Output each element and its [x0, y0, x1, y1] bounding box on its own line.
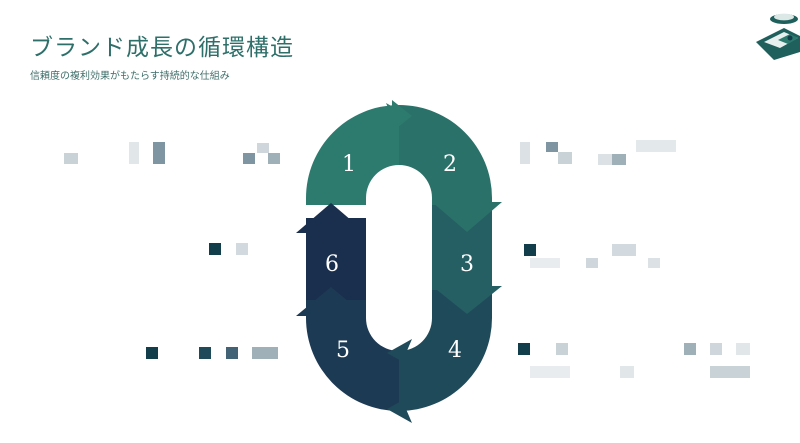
arrow-head-left-1	[296, 287, 366, 316]
arrow-head-right-1	[432, 202, 502, 232]
step-number-3: 3	[460, 252, 474, 277]
step-number-5: 5	[336, 338, 350, 363]
step-label-5-placeholder	[140, 340, 290, 364]
step-number-6: 6	[325, 252, 339, 277]
cycle-segment-2	[399, 105, 492, 205]
cycle-segment-4	[399, 290, 492, 411]
step-number-1: 1	[342, 152, 356, 177]
arrow-head-left-2	[296, 203, 366, 233]
arrow-head-top-detail	[386, 103, 411, 131]
step-label-6-placeholder	[205, 240, 265, 260]
arrow-head-bottom-2	[387, 395, 412, 423]
cycle-segment-5	[306, 300, 399, 411]
step-label-2-placeholder	[516, 138, 686, 170]
step-number-2: 2	[443, 152, 457, 177]
cycle-segment-1	[306, 105, 399, 205]
arrow-head-bottom	[387, 339, 412, 367]
step-number-4: 4	[448, 338, 462, 363]
step-label-3-placeholder	[520, 240, 670, 272]
arrow-head-right-2	[432, 286, 502, 314]
isometric-stack-icon	[756, 13, 800, 60]
step-label-1-placeholder	[60, 140, 290, 170]
step-label-4-placeholder	[512, 338, 762, 382]
page-subtitle: 信頼度の複利効果がもたらす持続的な仕組み	[30, 71, 230, 82]
page-title: ブランド成長の循環構造	[30, 35, 294, 61]
